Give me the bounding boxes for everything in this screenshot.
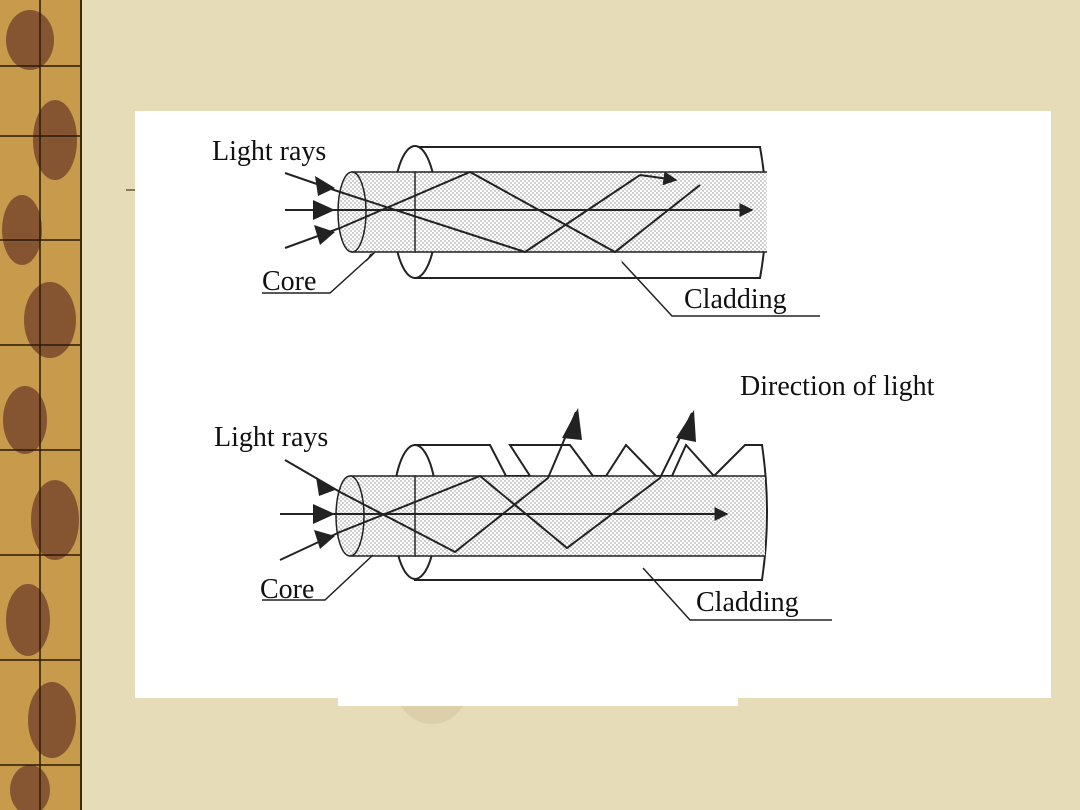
bottom-core-label: Core	[260, 574, 314, 605]
top-fiber: Light rays Core Cladding	[212, 136, 820, 317]
bottom-cladding-label: Cladding	[696, 587, 799, 618]
top-core-label: Core	[262, 266, 316, 297]
direction-of-light-label: Direction of light	[740, 371, 935, 402]
title-underline	[126, 189, 135, 191]
panel-tab	[338, 698, 738, 706]
bottom-core-end	[335, 475, 365, 557]
sidebar-pattern	[0, 0, 80, 810]
bottom-light-rays-label: Light rays	[214, 422, 328, 453]
bottom-core-inner	[415, 476, 765, 556]
decorative-sidebar	[0, 0, 82, 810]
top-light-rays-label: Light rays	[212, 136, 326, 167]
top-core-end	[337, 171, 367, 253]
top-cladding-label: Cladding	[684, 284, 787, 315]
bottom-fiber: Light rays Core Cladding Direction of li…	[214, 371, 935, 621]
top-core-inner	[415, 172, 767, 252]
